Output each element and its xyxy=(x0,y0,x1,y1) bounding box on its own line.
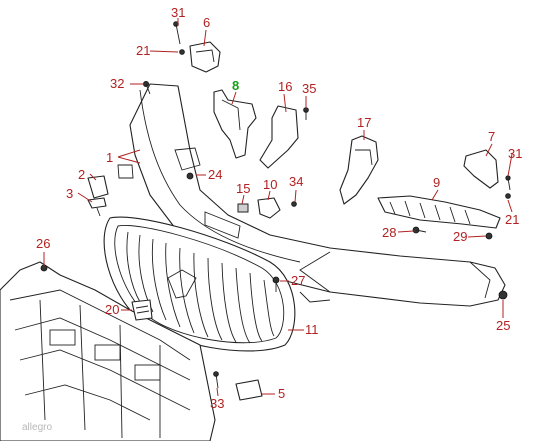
bracket-6 xyxy=(189,41,221,73)
clip-3 xyxy=(87,197,107,209)
bracket-7 xyxy=(463,149,499,189)
bolt-29 xyxy=(485,232,493,240)
callout-29: 29 xyxy=(453,229,467,244)
bracket-17 xyxy=(339,135,379,205)
callout-7: 7 xyxy=(488,129,495,144)
callout-34: 34 xyxy=(289,174,303,189)
callout-26: 26 xyxy=(36,236,50,251)
callout-25: 25 xyxy=(496,318,510,333)
callout-17: 17 xyxy=(357,115,371,130)
clip-15 xyxy=(237,203,249,213)
emblem-20 xyxy=(131,299,153,321)
watermark: allegro xyxy=(22,422,52,433)
bracket-16 xyxy=(259,105,299,169)
callout-11: 11 xyxy=(305,322,319,337)
callout-2: 2 xyxy=(78,167,85,182)
callout-5: 5 xyxy=(278,386,285,401)
screw-21-top xyxy=(179,49,185,55)
callout-33: 33 xyxy=(210,396,224,411)
callout-21-top: 21 xyxy=(136,43,150,58)
callout-15: 15 xyxy=(236,181,250,196)
callout-24: 24 xyxy=(208,167,222,182)
callout-31-right: 31 xyxy=(508,146,522,161)
callout-1: 1 xyxy=(106,150,113,165)
callout-27: 27 xyxy=(291,273,305,288)
callout-28: 28 xyxy=(382,225,396,240)
screw-21-right xyxy=(505,193,511,199)
callout-6: 6 xyxy=(203,15,210,30)
clip-2 xyxy=(87,175,109,199)
clip-25 xyxy=(498,290,508,300)
callouts: 31 6 21 32 8 16 35 17 7 31 1 2 3 24 15 1… xyxy=(36,5,522,411)
callout-16: 16 xyxy=(278,79,292,94)
retainer-9 xyxy=(377,195,501,229)
emblem-outline xyxy=(167,269,197,299)
callout-8: 8 xyxy=(232,78,239,93)
lower-support-structure xyxy=(0,261,216,441)
leader-lines xyxy=(43,18,513,397)
callout-9: 9 xyxy=(433,175,440,190)
callout-21-right: 21 xyxy=(505,212,519,227)
bracket-8 xyxy=(213,89,257,159)
callout-3: 3 xyxy=(66,186,73,201)
fasteners xyxy=(40,21,511,389)
nut-24 xyxy=(186,172,194,180)
callout-10: 10 xyxy=(263,177,277,192)
callout-32: 32 xyxy=(110,76,124,91)
clip-10 xyxy=(257,197,281,219)
cover-5 xyxy=(235,379,263,401)
screw-34 xyxy=(291,201,297,207)
callout-20: 20 xyxy=(105,302,119,317)
callout-35: 35 xyxy=(302,81,316,96)
callout-31-top: 31 xyxy=(171,5,185,20)
